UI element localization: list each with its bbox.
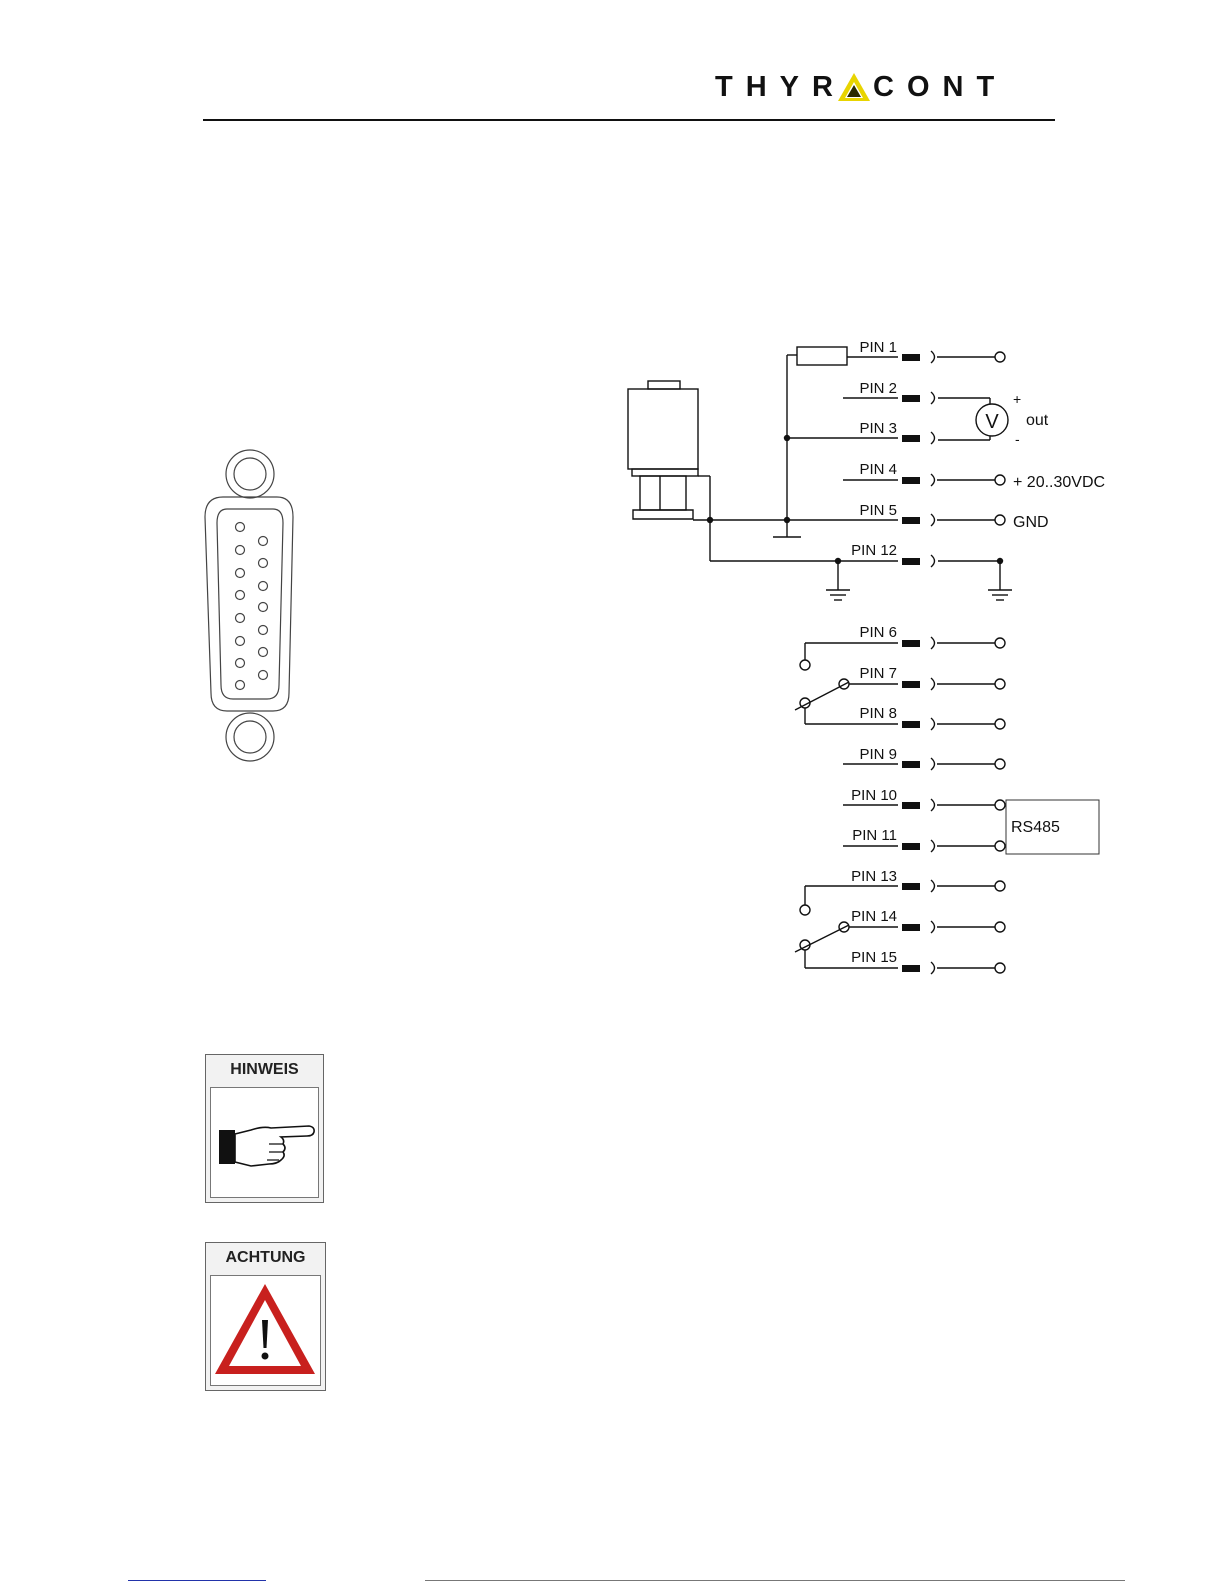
gnd-label: GND: [1013, 514, 1049, 531]
footer-link-rule: [128, 1580, 266, 1581]
pin3-label: PIN 3: [859, 420, 897, 437]
pin-contact-bar: [902, 843, 920, 850]
pin-contact-bar: [902, 761, 920, 768]
pin-contact-bar: [902, 721, 920, 728]
pin-contact-bar: [902, 395, 920, 402]
socket-arc: [931, 474, 935, 486]
pin15-label: PIN 15: [851, 949, 897, 966]
socket-arc: [931, 678, 935, 690]
pin-contact-bar: [902, 558, 920, 565]
pin-contact-bar: [902, 640, 920, 647]
socket-arc: [931, 432, 935, 444]
vacuum-gauge-icon: [628, 381, 698, 519]
pin-contact-bar: [902, 802, 920, 809]
terminal-circle: [995, 638, 1005, 648]
terminal-circle: [995, 922, 1005, 932]
terminal-circle: [995, 475, 1005, 485]
achtung-notice: ACHTUNG: [205, 1242, 326, 1391]
terminal-circle: [995, 800, 1005, 810]
out-label: out: [1026, 412, 1049, 429]
socket-arc: [931, 718, 935, 730]
voltmeter: V + - out: [938, 391, 1049, 447]
socket-arc: [931, 840, 935, 852]
voltmeter-plus: +: [1013, 391, 1021, 407]
pin2-label: PIN 2: [859, 380, 897, 397]
warning-triangle-icon: [211, 1276, 320, 1384]
pin6-label: PIN 6: [859, 624, 897, 641]
pin14-label: PIN 14: [851, 908, 897, 925]
pin1-label: PIN 1: [859, 339, 897, 356]
footer-rule: [425, 1580, 1125, 1581]
terminal-circle: [995, 352, 1005, 362]
voltmeter-label: V: [985, 411, 999, 433]
pin9-label: PIN 9: [859, 746, 897, 763]
pin-contact-bar: [902, 883, 920, 890]
terminal-circle: [995, 679, 1005, 689]
pin11-label: PIN 11: [852, 827, 897, 844]
pointing-hand-icon: [211, 1088, 318, 1196]
pin7-label: PIN 7: [859, 665, 897, 682]
socket-arc: [931, 392, 935, 404]
pin-contact-bar: [902, 517, 920, 524]
socket-arc: [931, 637, 935, 649]
terminal-circle: [995, 963, 1005, 973]
socket-arc: [931, 799, 935, 811]
achtung-title: ACHTUNG: [206, 1249, 325, 1267]
terminal-circle: [995, 759, 1005, 769]
pin-contact-bar: [902, 965, 920, 972]
socket-arc: [931, 880, 935, 892]
terminal-circle: [995, 881, 1005, 891]
pin10-label: PIN 10: [851, 787, 897, 804]
socket-arc: [931, 351, 935, 363]
pin-contact-bar: [902, 435, 920, 442]
pin-contact-bar: [902, 354, 920, 361]
resistor: [797, 347, 847, 365]
pin4-label: PIN 4: [859, 461, 897, 478]
socket-arc: [931, 758, 935, 770]
socket-arc: [931, 514, 935, 526]
wiring-schematic: V + - out + 20..30VDC GND RS485 PIN 1 PI…: [0, 0, 1225, 1000]
pin-contact-bar: [902, 924, 920, 931]
pin-contact-bar: [902, 681, 920, 688]
terminal-circle: [995, 719, 1005, 729]
terminal-circle: [995, 841, 1005, 851]
pin13-label: PIN 13: [851, 868, 897, 885]
socket-arc: [931, 921, 935, 933]
pin5-label: PIN 5: [859, 502, 897, 519]
socket-arc: [931, 962, 935, 974]
terminal-circle: [995, 515, 1005, 525]
pin8-label: PIN 8: [859, 705, 897, 722]
supply-label: + 20..30VDC: [1013, 474, 1105, 491]
socket-arc: [931, 555, 935, 567]
rs485-label: RS485: [1011, 819, 1060, 836]
hinweis-notice: HINWEIS: [205, 1054, 324, 1203]
pin-contact-bar: [902, 477, 920, 484]
voltmeter-minus: -: [1015, 431, 1020, 447]
hinweis-title: HINWEIS: [206, 1061, 323, 1079]
pin12-label: PIN 12: [851, 542, 897, 559]
